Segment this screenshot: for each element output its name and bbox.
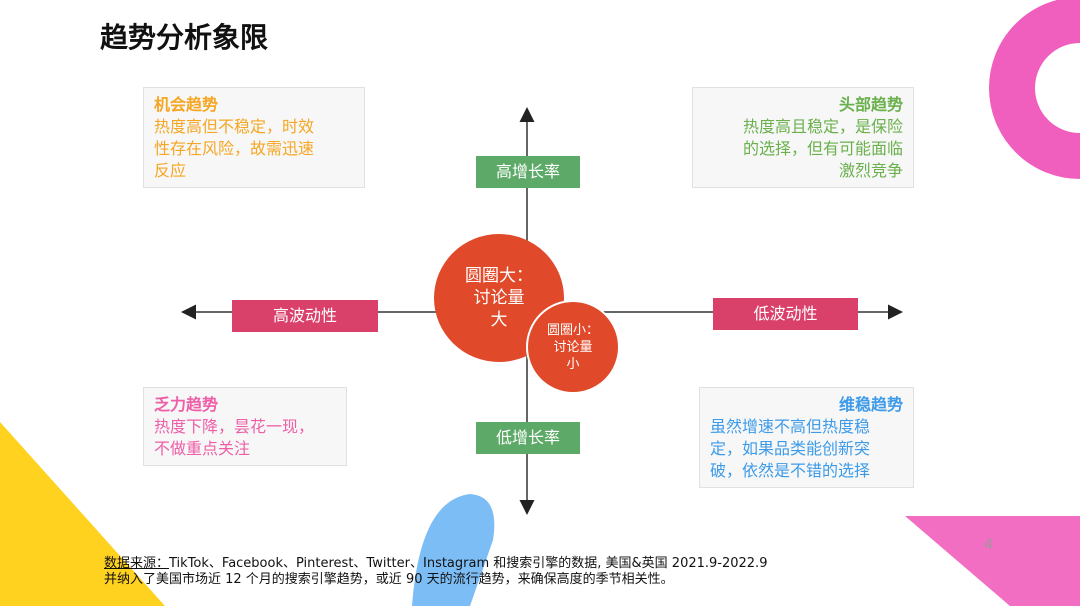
small-bubble-line-3: 小 [566, 356, 580, 372]
axis-label-low-growth: 低增长率 [476, 422, 580, 454]
small-bubble-line-1: 圆圈小： [546, 322, 599, 338]
quadrant-opportunity-heading: 机会趋势 [154, 95, 219, 114]
large-bubble-line-2: 讨论量 [473, 288, 525, 308]
quadrant-leading: 头部趋势 热度高且稳定，是保险 的选择，但有可能面临 激烈竞争 [692, 87, 914, 188]
quadrant-leading-text-1: 热度高且稳定，是保险 [742, 117, 903, 136]
quadrant-stable-heading: 维稳趋势 [838, 395, 903, 414]
quadrant-weak-text-1: 热度下降，昙花一现， [154, 417, 315, 436]
quadrant-opportunity-text-1: 热度高但不稳定，时效 [154, 117, 315, 136]
quadrant-opportunity-text-3: 反应 [154, 161, 187, 180]
large-bubble-line-1: 圆圈大： [465, 266, 533, 286]
quadrant-opportunity-text-2: 性存在风险，故需迅速 [154, 139, 315, 158]
axis-label-high-volatility: 高波动性 [232, 300, 378, 332]
axis-label-low-volatility: 低波动性 [713, 298, 858, 330]
quadrant-weak: 乏力趋势 热度下降，昙花一现， 不做重点关注 [143, 387, 347, 466]
axis-label-high-growth: 高增长率 [476, 156, 580, 188]
quadrant-stable-text-2: 定，如果品类能创新突 [710, 439, 871, 458]
quadrant-stable: 维稳趋势 虽然增速不高但热度稳 定，如果品类能创新突 破，依然是不错的选择 [699, 387, 914, 488]
blue-arc-decoration [412, 494, 495, 606]
source-prefix: 数据来源： [104, 556, 170, 571]
source-line-1: TikTok、Facebook、Pinterest、Twitter、Instag… [169, 556, 768, 571]
quadrant-weak-text-2: 不做重点关注 [154, 439, 251, 458]
quadrant-leading-text-2: 的选择，但有可能面临 [742, 139, 903, 158]
quadrant-opportunity: 机会趋势 热度高但不稳定，时效 性存在风险，故需迅速 反应 [143, 87, 365, 188]
pink-parallelogram-decoration [905, 516, 1080, 606]
quadrant-stable-text-3: 破，依然是不错的选择 [710, 461, 871, 480]
source-line-2: 并纳入了美国市场近 12 个月的搜索引擎趋势，或近 90 天的流行趋势，来确保高… [104, 572, 674, 587]
quadrant-stable-text-1: 虽然增速不高但热度稳 [710, 417, 871, 436]
small-bubble: 圆圈小： 讨论量 小 [526, 300, 620, 394]
large-bubble-line-3: 大 [490, 310, 508, 330]
page-number: 4 [984, 537, 993, 553]
page-title: 趋势分析象限 [100, 21, 269, 54]
yellow-triangle-decoration [0, 422, 165, 606]
quadrant-weak-heading: 乏力趋势 [154, 395, 219, 414]
small-bubble-line-2: 讨论量 [553, 339, 593, 355]
quadrant-leading-text-3: 激烈竞争 [838, 161, 903, 180]
pink-ring-decoration [989, 0, 1080, 179]
quadrant-leading-heading: 头部趋势 [838, 95, 903, 114]
source-note: 数据来源：TikTok、Facebook、Pinterest、Twitter、I… [104, 556, 767, 588]
